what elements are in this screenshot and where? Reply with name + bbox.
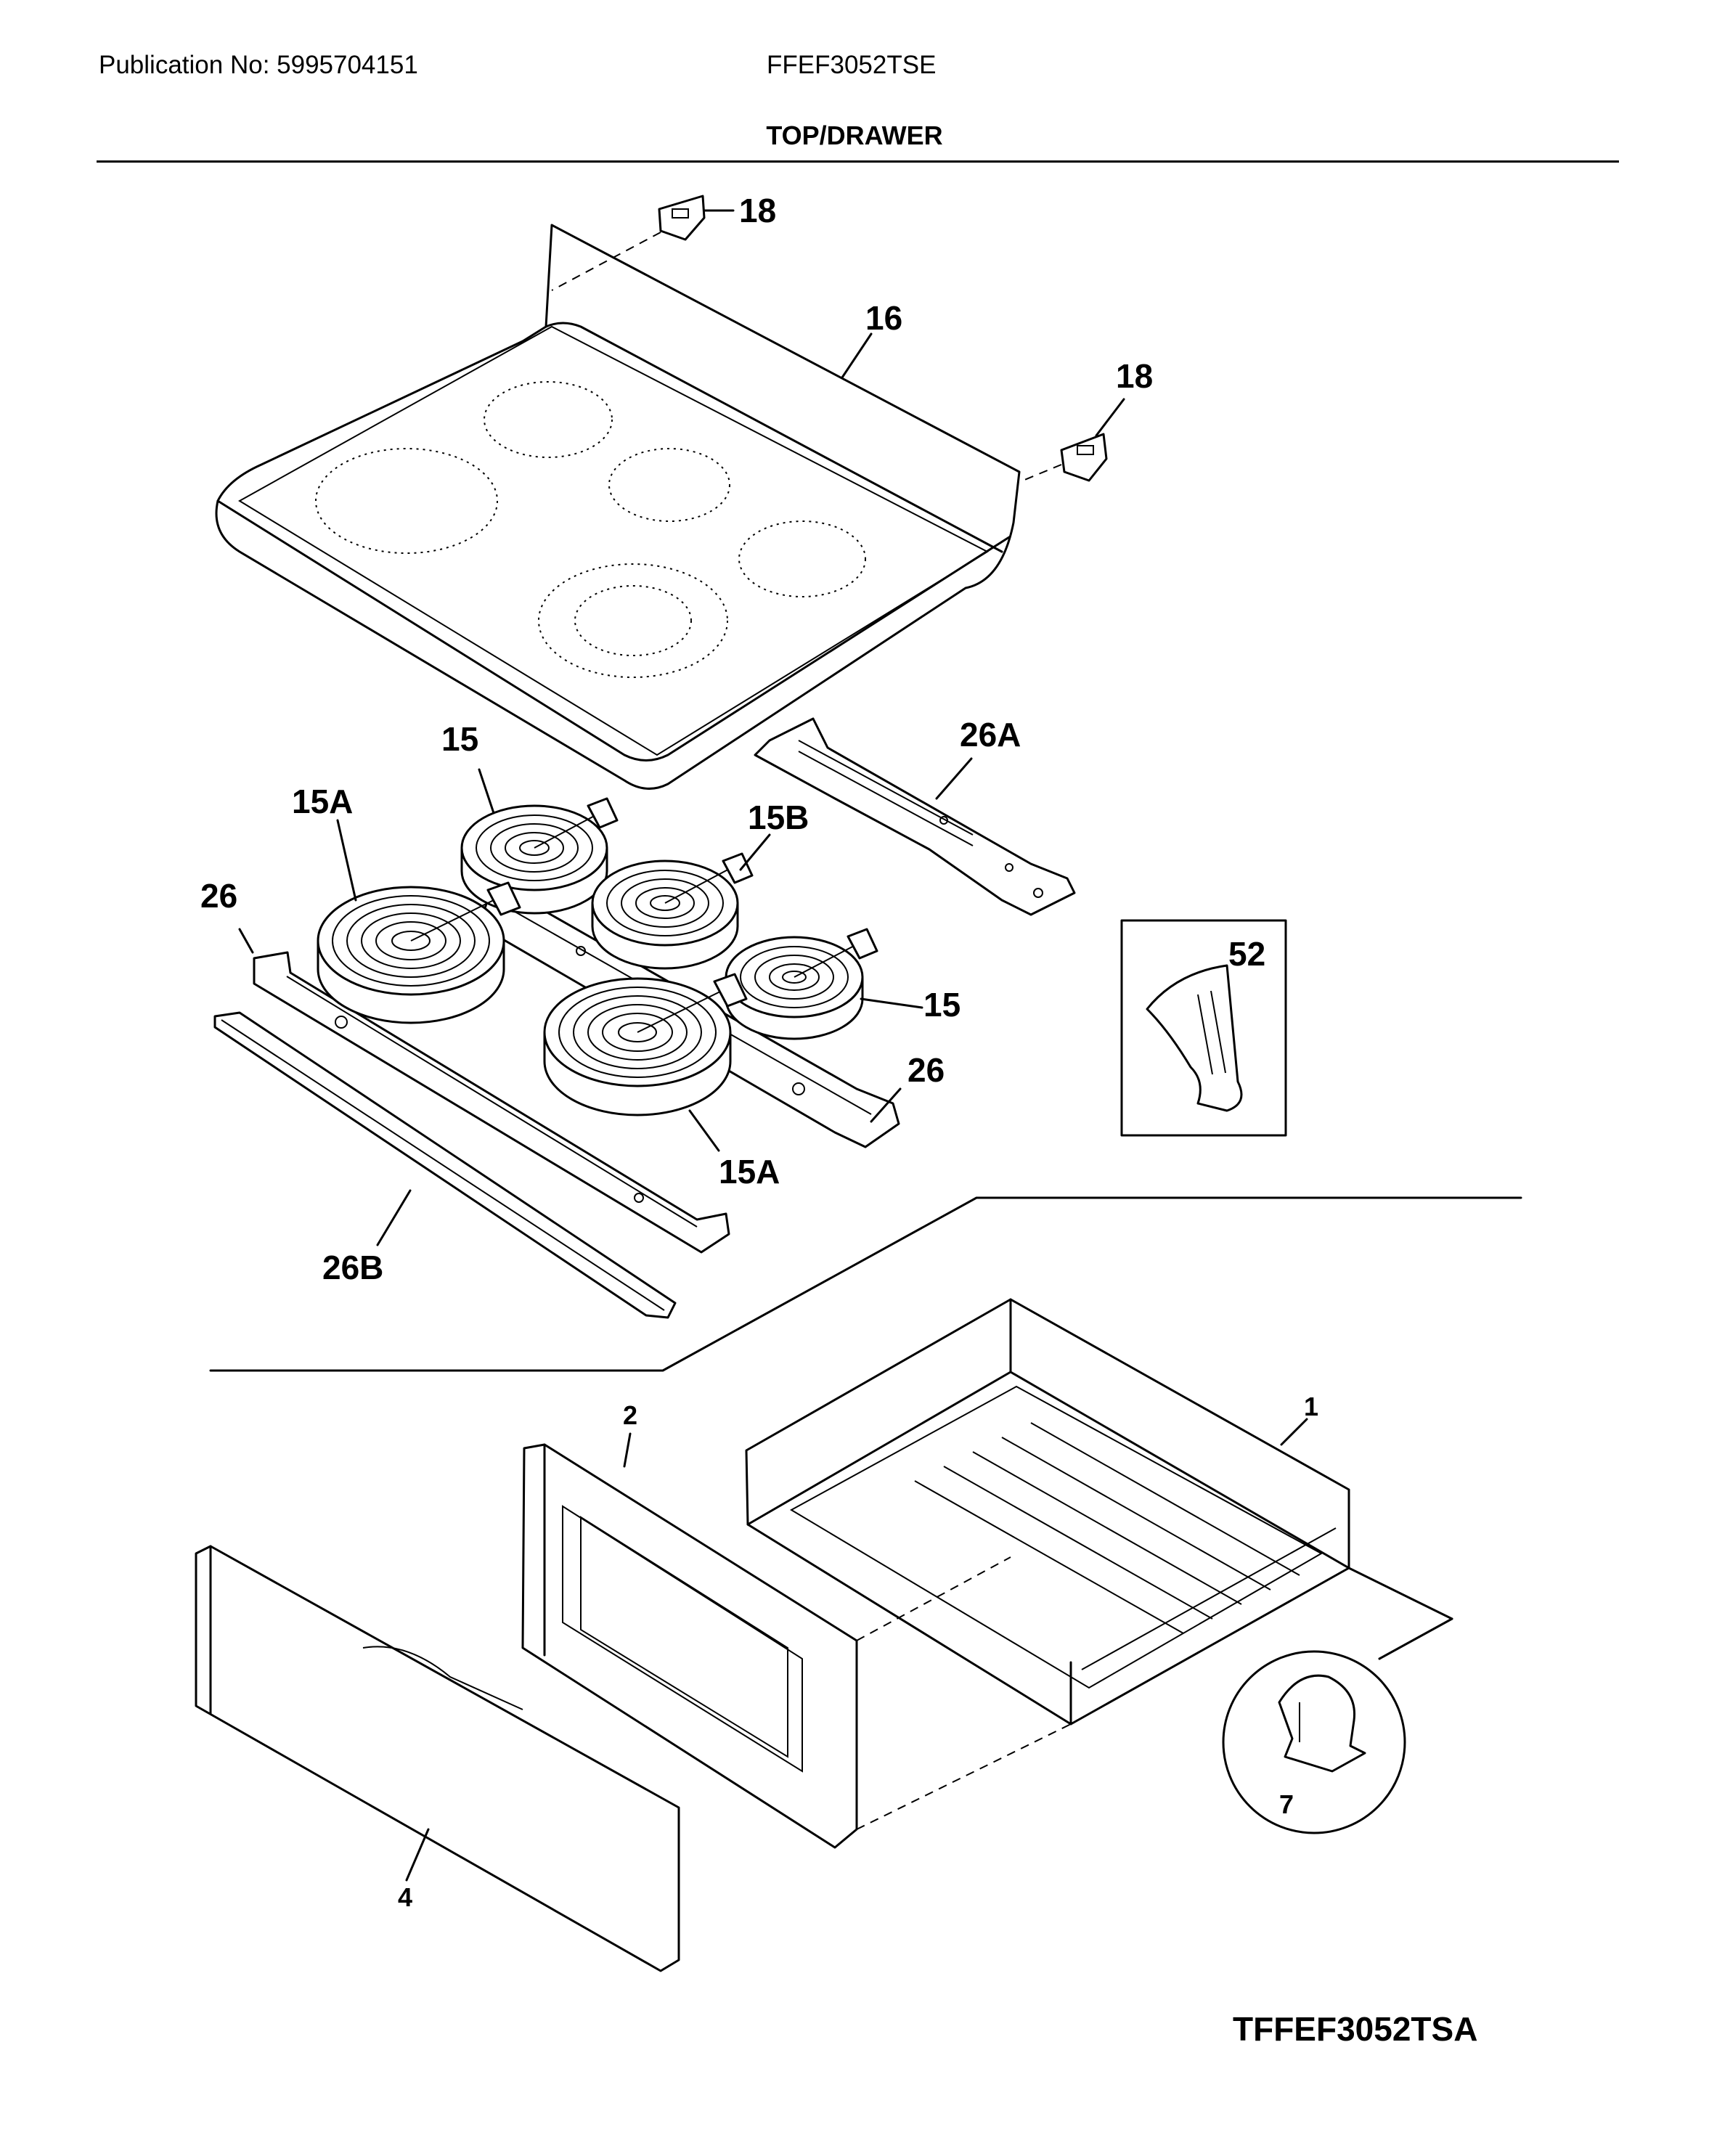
burner-part-15A-top <box>317 881 521 1024</box>
callout-52: 52 <box>1228 935 1265 973</box>
callout-15-right: 15 <box>923 986 960 1024</box>
drawer-body-part-1 <box>745 1298 1350 1726</box>
burner-part-15A-bottom <box>543 973 748 1116</box>
callout-18-top: 18 <box>739 192 776 229</box>
trim-part-26B <box>213 1011 677 1319</box>
callout-15A-bottom: 15A <box>719 1153 780 1191</box>
callout-26A: 26A <box>960 716 1021 754</box>
callout-1: 1 <box>1304 1392 1318 1421</box>
callout-16: 16 <box>865 299 902 337</box>
header-rule <box>97 160 1619 163</box>
burner-part-15-right <box>725 928 878 1040</box>
callout-15A-top: 15A <box>292 783 353 820</box>
bracket-part-18-top <box>658 195 706 241</box>
callout-26-right: 26 <box>907 1051 945 1089</box>
bracket-part-18-right <box>1060 433 1108 482</box>
callout-26B: 26B <box>322 1249 383 1286</box>
callout-2: 2 <box>623 1400 637 1430</box>
brace-part-26A <box>754 717 1076 916</box>
callout-26-left: 26 <box>200 877 237 915</box>
model-number: FFEF3052TSE <box>767 51 937 79</box>
rail-part-26-left <box>253 951 730 1254</box>
callout-7: 7 <box>1279 1789 1294 1819</box>
inset-part-52 <box>1120 919 1287 1137</box>
publication-number: Publication No: 5995704151 <box>99 51 418 79</box>
cooktop-part-16 <box>215 224 1021 790</box>
figure-reference-id: TFFEF3052TSA <box>1233 2010 1478 2048</box>
section-title: TOP/DRAWER <box>766 121 943 150</box>
burner-part-15B <box>591 852 754 970</box>
callout-18-right: 18 <box>1116 357 1153 395</box>
detail-circle-part-7 <box>1222 1650 1406 1834</box>
callout-15B: 15B <box>748 799 809 836</box>
callout-4: 4 <box>398 1882 412 1912</box>
callout-15-top: 15 <box>441 720 478 758</box>
separator-line <box>209 1196 1522 1372</box>
drawer-front-part-4 <box>195 1545 680 1972</box>
